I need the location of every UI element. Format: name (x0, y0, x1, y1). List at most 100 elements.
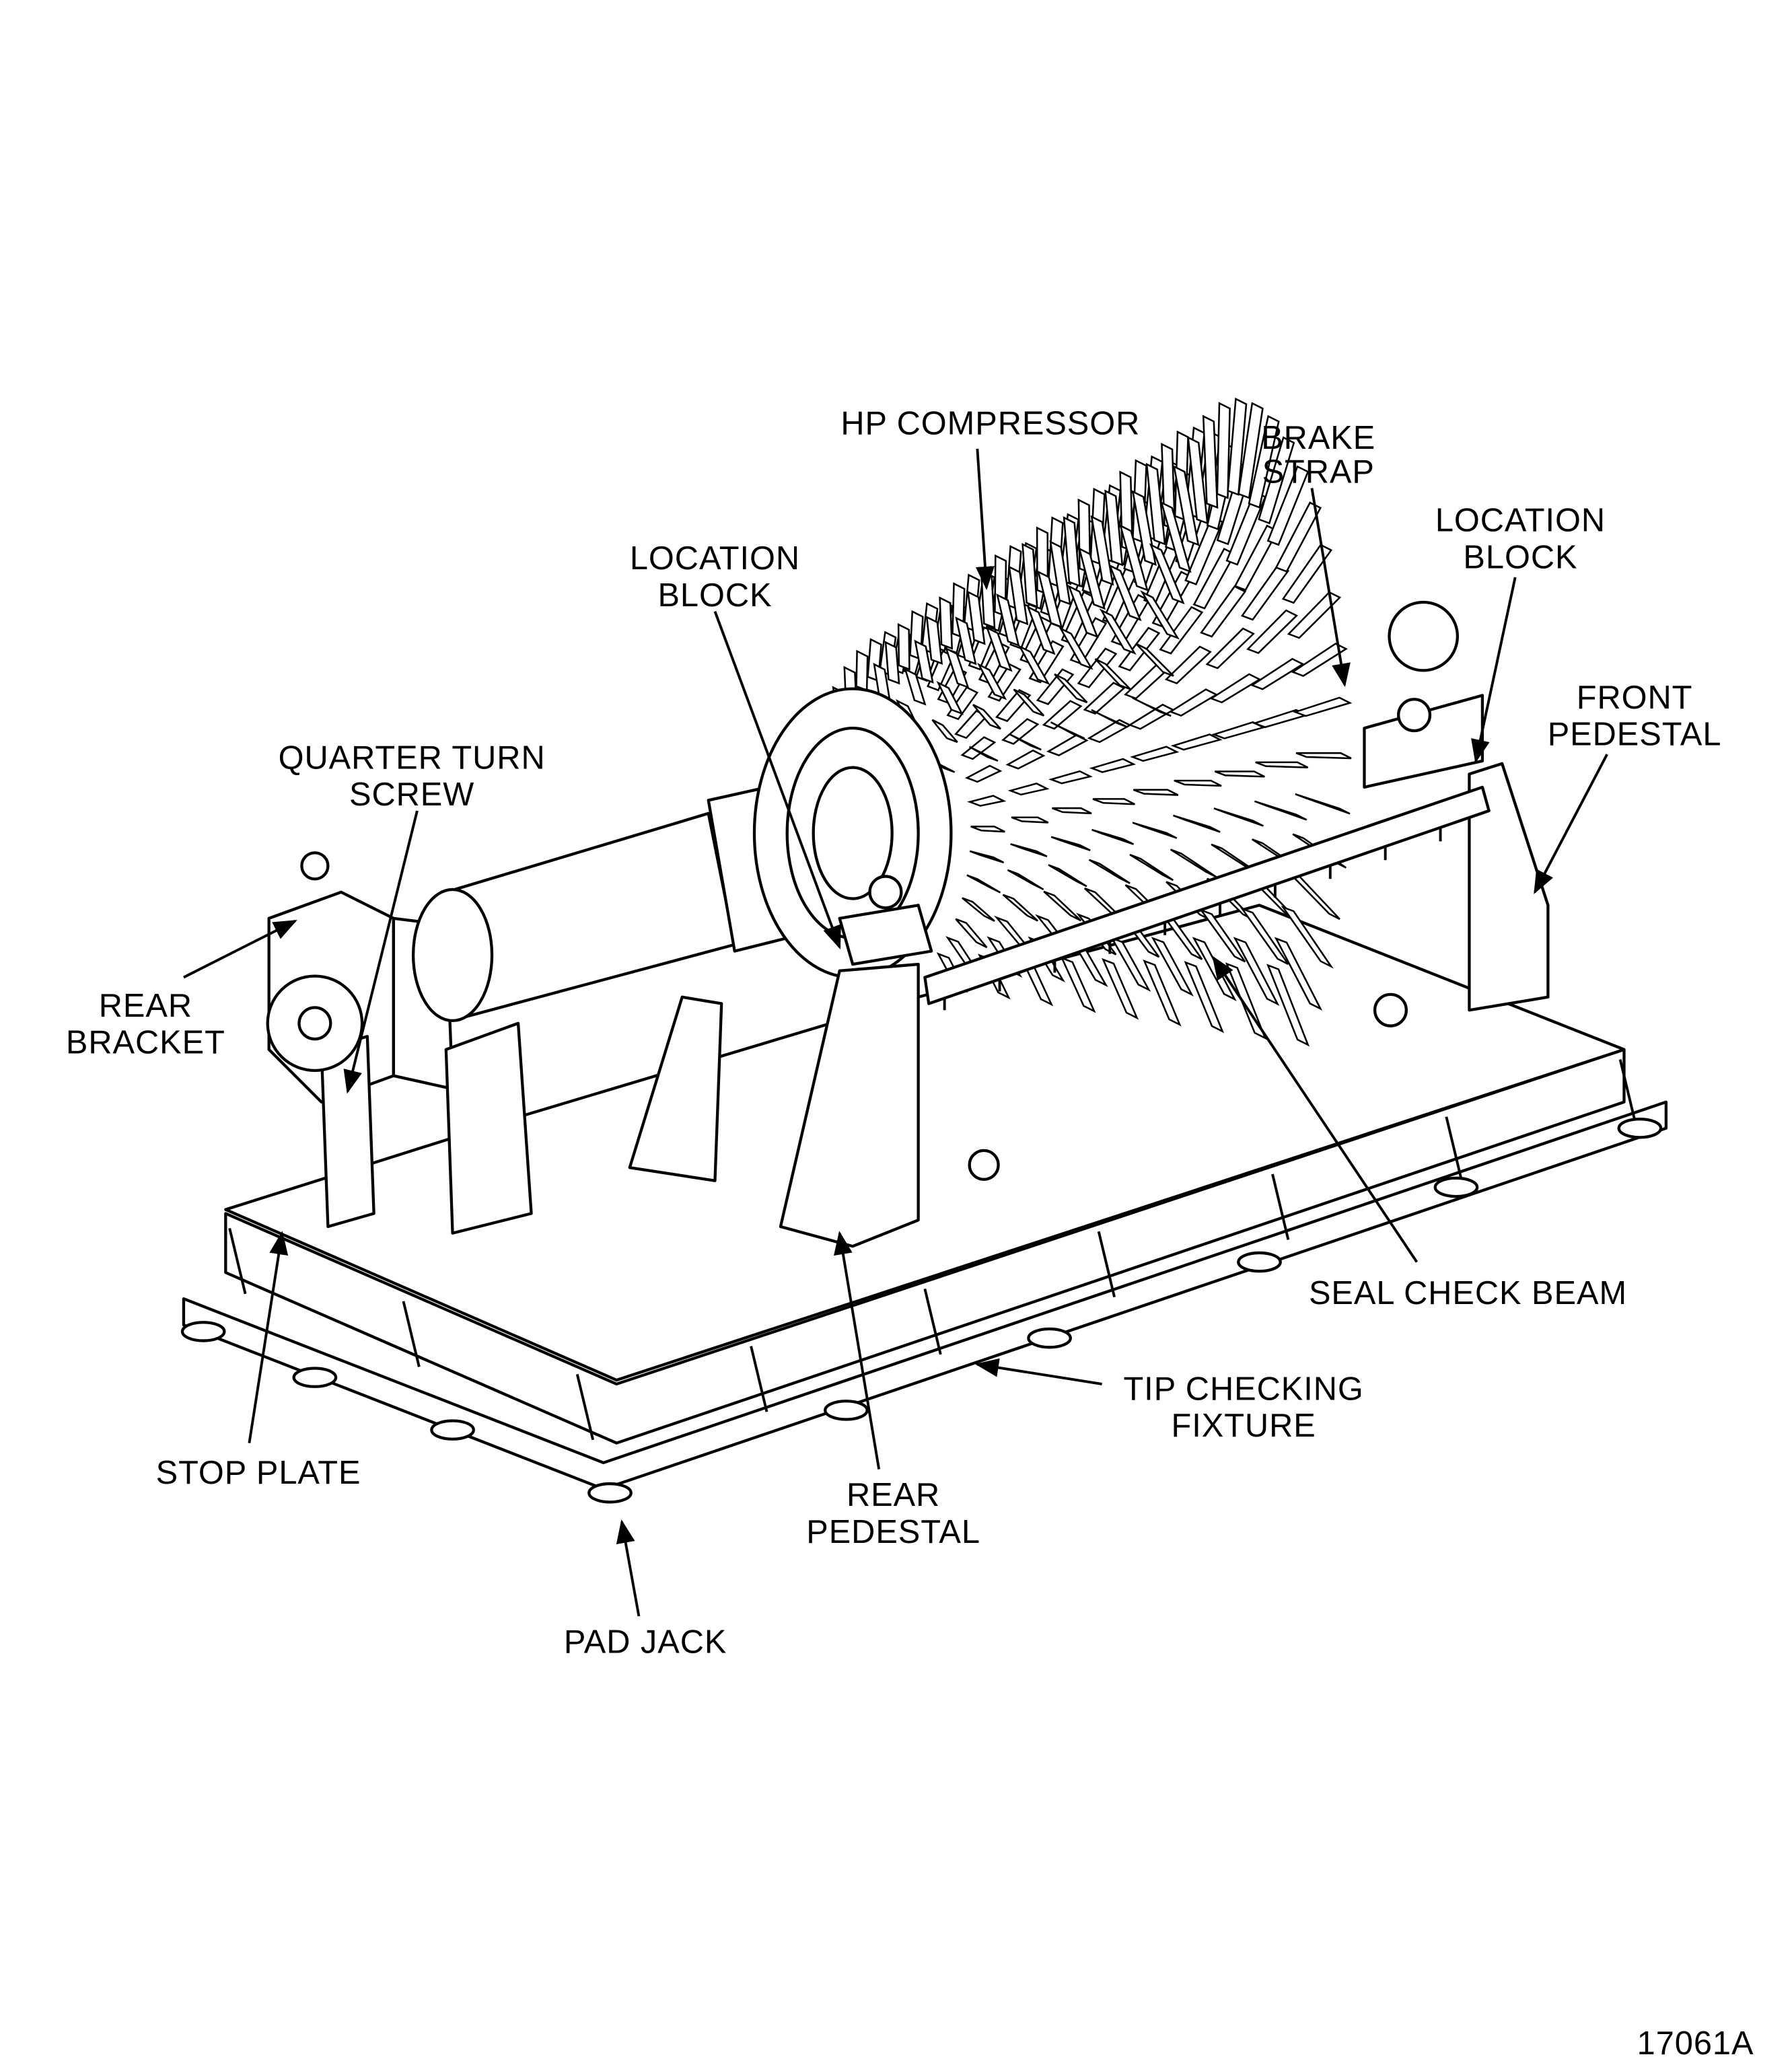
pad-jack-icon (292, 1367, 338, 1388)
compressor-blade (1108, 564, 1142, 622)
label-rear-bracket-1: REAR (99, 988, 192, 1024)
compressor-blade (1101, 957, 1139, 1020)
compressor-blade (1091, 828, 1135, 845)
compressor-blade (1202, 414, 1219, 509)
label-tip-checking-fixture-1: TIP CHECKING (1123, 1371, 1363, 1407)
label-location-block-left-2: BLOCK (657, 577, 772, 614)
front-hand-wheel-icon (1388, 600, 1460, 672)
label-front-pedestal-1: FRONT (1577, 680, 1693, 716)
compressor-blade (1275, 501, 1322, 573)
compressor-blade (1037, 570, 1063, 628)
compressor-blade (1007, 783, 1050, 796)
frame-strut (1271, 1173, 1290, 1240)
compressor-blade (897, 623, 910, 671)
compressor-blade (1295, 793, 1351, 815)
compressor-blade (1054, 673, 1088, 704)
compressor-blade (1010, 843, 1048, 858)
compressor-blade (931, 719, 958, 744)
label-quarter-turn-screw-2: SCREW (349, 776, 474, 813)
rear-bracket-support (444, 1021, 533, 1235)
compressor-blade (1133, 789, 1179, 796)
pad-jack-icon (1433, 1176, 1479, 1198)
compressor-blade (1151, 937, 1194, 997)
compressor-blade (1131, 696, 1172, 717)
compressor-blade (970, 826, 1005, 833)
label-location-block-left-1: LOCATION (630, 540, 800, 577)
compressor-blade (1052, 807, 1092, 815)
compressor-blade (1011, 816, 1049, 824)
compressor-blade (955, 616, 977, 665)
compressor-blade (914, 639, 934, 684)
label-stop-plate: STOP PLATE (156, 1455, 361, 1491)
compressor-blade (1007, 869, 1044, 891)
frame-strut (1097, 1231, 1116, 1298)
frame-strut (228, 1227, 247, 1295)
compressor-blade (1060, 956, 1096, 1013)
rear-pedestal (628, 875, 1000, 1248)
location-block-left (838, 904, 933, 966)
compressor-blade (1240, 906, 1289, 965)
compressor-blade (1005, 749, 1046, 770)
compressor-blade (1131, 490, 1157, 566)
compressor-blade (1227, 397, 1248, 496)
compressor-blade (1173, 814, 1221, 833)
compressor-blade (1266, 964, 1310, 1047)
compressor-blade (964, 764, 1003, 783)
compressor-blade (1140, 590, 1180, 640)
leader-lines (183, 448, 1608, 1617)
compressor-blade (1200, 585, 1247, 638)
compressor-blade (1091, 709, 1128, 728)
compressor-blade (1089, 758, 1137, 773)
compressor-blade (1168, 688, 1219, 717)
compressor-blade (976, 663, 1007, 700)
compressor-blade (1022, 542, 1038, 608)
compressor-blade (1295, 752, 1352, 760)
compressor-blade (1129, 853, 1174, 881)
compressor-blade (1254, 800, 1307, 821)
compressor-blade (1288, 871, 1340, 920)
compressor-blade (1046, 734, 1089, 756)
compressor-blade (1119, 523, 1149, 591)
compressor-blade (960, 736, 997, 760)
compressor-blade (967, 590, 986, 645)
compressor-blade (969, 850, 1005, 864)
compressor-blade (939, 596, 954, 650)
compressor-blade (1266, 465, 1310, 546)
compressor-blade (1083, 682, 1126, 715)
frame-strut (402, 1301, 421, 1367)
compressor-blade (1143, 960, 1182, 1027)
compressor-blade (1149, 543, 1185, 605)
compressor-blade (1063, 516, 1081, 587)
pad-jack-icon (1027, 1327, 1072, 1349)
label-quarter-turn-screw-1: QUARTER TURN (279, 740, 546, 776)
label-tip-checking-fixture-2: FIXTURE (1171, 1408, 1316, 1444)
rotor-shaft (411, 785, 789, 1023)
compressor-blade (1092, 798, 1135, 805)
pad-jack-icon (180, 1321, 226, 1342)
compressor-blade (1160, 501, 1192, 573)
compressor-blade (1050, 721, 1085, 739)
compressor-blade (1008, 565, 1029, 626)
compressor-blade (1013, 688, 1045, 717)
label-rear-pedestal-2: PEDESTAL (806, 1514, 980, 1550)
compressor-blade (1248, 414, 1280, 509)
compressor-blade (1104, 489, 1124, 567)
compressor-blade (1291, 643, 1348, 677)
pad-jack-icon (824, 1400, 869, 1421)
compressor-blade (1145, 462, 1166, 546)
frame-strut (575, 1373, 595, 1441)
compressor-blade (1258, 436, 1295, 525)
compressor-blade (1233, 937, 1280, 1007)
figure-number: 17061A (1637, 2025, 1754, 2061)
compressor-blade (1174, 779, 1222, 787)
compressor-blade (985, 626, 1013, 672)
compressor-blade (1281, 544, 1333, 604)
compressor-blade (1001, 718, 1040, 745)
label-hp-compressor: HP COMPRESSOR (840, 405, 1140, 441)
compressor-blade (1048, 770, 1093, 785)
compressor-blade (1059, 626, 1094, 670)
compressor-blade (936, 681, 964, 715)
compressor-blade (967, 795, 1007, 807)
compressor-blade (1090, 515, 1114, 586)
